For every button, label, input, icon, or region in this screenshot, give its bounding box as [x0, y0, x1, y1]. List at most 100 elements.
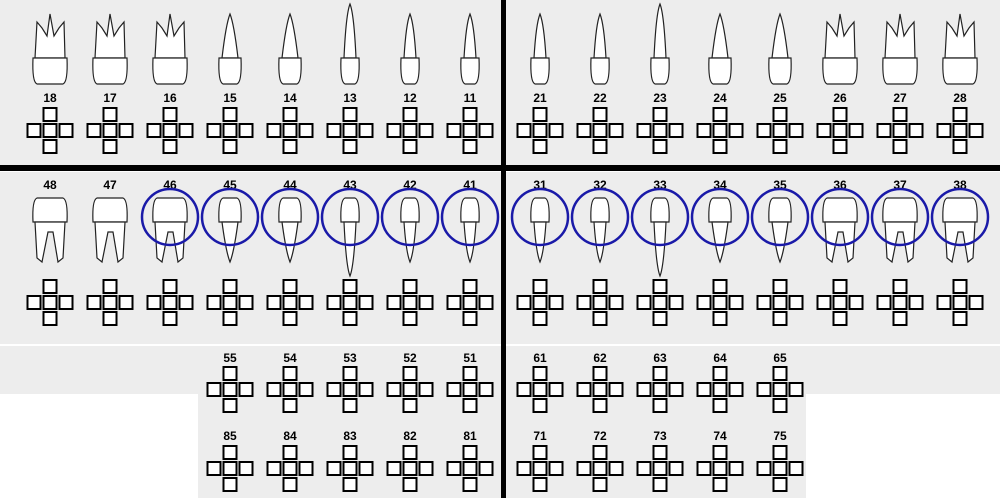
surface-box-44-3[interactable] — [282, 295, 298, 310]
surface-box-38-2[interactable] — [936, 295, 952, 310]
surface-box-14-5[interactable] — [282, 139, 298, 154]
surface-box-71-5[interactable] — [532, 477, 548, 492]
surface-box-34-4[interactable] — [728, 295, 744, 310]
surface-box-83-2[interactable] — [326, 461, 342, 476]
surface-box-43-1[interactable] — [342, 279, 358, 294]
surface-box-46-5[interactable] — [162, 311, 178, 326]
surface-box-16-5[interactable] — [162, 139, 178, 154]
surface-box-28-3[interactable] — [952, 123, 968, 138]
surface-box-18-4[interactable] — [58, 123, 74, 138]
surface-box-13-5[interactable] — [342, 139, 358, 154]
surface-box-85-4[interactable] — [238, 461, 254, 476]
surface-box-75-1[interactable] — [772, 445, 788, 460]
surface-box-53-4[interactable] — [358, 382, 374, 397]
surface-box-65-3[interactable] — [772, 382, 788, 397]
surface-box-11-4[interactable] — [478, 123, 494, 138]
surface-box-65-1[interactable] — [772, 366, 788, 381]
surface-box-37-4[interactable] — [908, 295, 924, 310]
surface-box-22-5[interactable] — [592, 139, 608, 154]
surface-box-61-2[interactable] — [516, 382, 532, 397]
surface-box-48-4[interactable] — [58, 295, 74, 310]
surface-box-41-1[interactable] — [462, 279, 478, 294]
surface-box-62-3[interactable] — [592, 382, 608, 397]
surface-box-43-4[interactable] — [358, 295, 374, 310]
surface-box-63-1[interactable] — [652, 366, 668, 381]
surface-box-41-2[interactable] — [446, 295, 462, 310]
surface-box-46-4[interactable] — [178, 295, 194, 310]
surface-box-47-5[interactable] — [102, 311, 118, 326]
surface-box-32-2[interactable] — [576, 295, 592, 310]
surface-box-34-1[interactable] — [712, 279, 728, 294]
surface-box-28-5[interactable] — [952, 139, 968, 154]
surface-box-72-5[interactable] — [592, 477, 608, 492]
surface-box-84-5[interactable] — [282, 477, 298, 492]
surface-box-81-4[interactable] — [478, 461, 494, 476]
surface-box-12-4[interactable] — [418, 123, 434, 138]
surface-box-21-1[interactable] — [532, 107, 548, 122]
surface-box-42-2[interactable] — [386, 295, 402, 310]
surface-box-48-3[interactable] — [42, 295, 58, 310]
surface-box-62-2[interactable] — [576, 382, 592, 397]
surface-box-45-2[interactable] — [206, 295, 222, 310]
surface-box-38-4[interactable] — [968, 295, 984, 310]
surface-box-48-1[interactable] — [42, 279, 58, 294]
surface-box-55-4[interactable] — [238, 382, 254, 397]
surface-box-47-1[interactable] — [102, 279, 118, 294]
surface-box-17-5[interactable] — [102, 139, 118, 154]
surface-box-64-2[interactable] — [696, 382, 712, 397]
surface-box-25-2[interactable] — [756, 123, 772, 138]
surface-box-75-3[interactable] — [772, 461, 788, 476]
surface-box-35-3[interactable] — [772, 295, 788, 310]
surface-box-55-5[interactable] — [222, 398, 238, 413]
selection-circle-42[interactable] — [380, 187, 440, 247]
surface-box-53-1[interactable] — [342, 366, 358, 381]
surface-box-82-2[interactable] — [386, 461, 402, 476]
selection-circle-43[interactable] — [320, 187, 380, 247]
surface-box-33-4[interactable] — [668, 295, 684, 310]
surface-box-52-4[interactable] — [418, 382, 434, 397]
surface-box-46-2[interactable] — [146, 295, 162, 310]
surface-box-63-5[interactable] — [652, 398, 668, 413]
surface-box-47-2[interactable] — [86, 295, 102, 310]
surface-box-27-1[interactable] — [892, 107, 908, 122]
surface-box-52-5[interactable] — [402, 398, 418, 413]
surface-box-43-2[interactable] — [326, 295, 342, 310]
surface-box-31-1[interactable] — [532, 279, 548, 294]
surface-box-15-5[interactable] — [222, 139, 238, 154]
surface-box-64-4[interactable] — [728, 382, 744, 397]
surface-box-23-4[interactable] — [668, 123, 684, 138]
surface-box-45-5[interactable] — [222, 311, 238, 326]
surface-box-28-2[interactable] — [936, 123, 952, 138]
surface-box-46-1[interactable] — [162, 279, 178, 294]
surface-box-84-2[interactable] — [266, 461, 282, 476]
selection-circle-33[interactable] — [630, 187, 690, 247]
surface-box-22-2[interactable] — [576, 123, 592, 138]
surface-box-82-3[interactable] — [402, 461, 418, 476]
surface-box-51-5[interactable] — [462, 398, 478, 413]
surface-box-85-2[interactable] — [206, 461, 222, 476]
surface-box-75-2[interactable] — [756, 461, 772, 476]
surface-box-36-3[interactable] — [832, 295, 848, 310]
surface-box-18-1[interactable] — [42, 107, 58, 122]
surface-box-25-4[interactable] — [788, 123, 804, 138]
surface-box-35-5[interactable] — [772, 311, 788, 326]
surface-box-65-2[interactable] — [756, 382, 772, 397]
surface-box-82-5[interactable] — [402, 477, 418, 492]
surface-box-42-4[interactable] — [418, 295, 434, 310]
surface-box-31-2[interactable] — [516, 295, 532, 310]
surface-box-27-5[interactable] — [892, 139, 908, 154]
surface-box-21-3[interactable] — [532, 123, 548, 138]
surface-box-83-4[interactable] — [358, 461, 374, 476]
surface-box-25-1[interactable] — [772, 107, 788, 122]
surface-box-14-1[interactable] — [282, 107, 298, 122]
surface-box-62-1[interactable] — [592, 366, 608, 381]
surface-box-47-4[interactable] — [118, 295, 134, 310]
surface-box-51-3[interactable] — [462, 382, 478, 397]
surface-box-53-3[interactable] — [342, 382, 358, 397]
surface-box-14-2[interactable] — [266, 123, 282, 138]
surface-box-17-4[interactable] — [118, 123, 134, 138]
surface-box-48-2[interactable] — [26, 295, 42, 310]
surface-box-16-1[interactable] — [162, 107, 178, 122]
surface-box-61-1[interactable] — [532, 366, 548, 381]
surface-box-44-4[interactable] — [298, 295, 314, 310]
